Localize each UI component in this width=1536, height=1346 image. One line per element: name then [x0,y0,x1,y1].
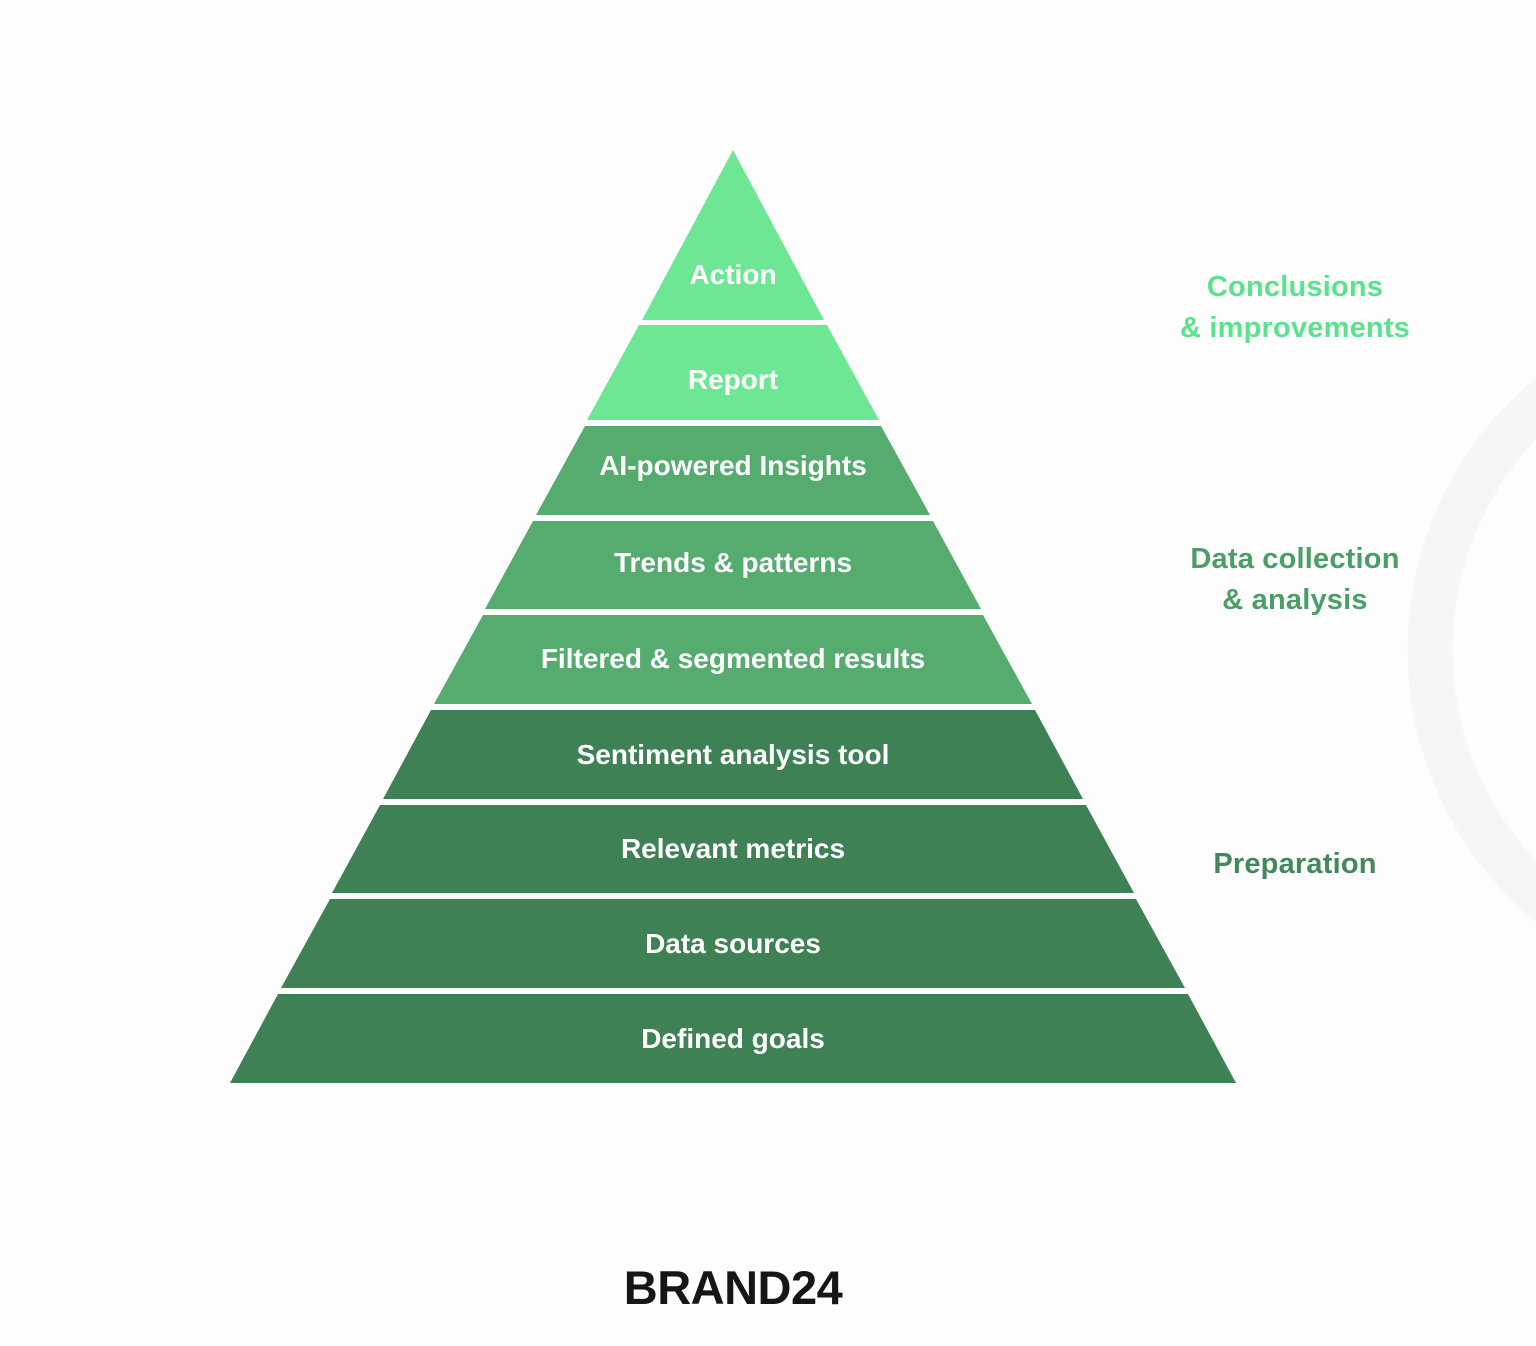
brand24-logo: BRAND24 [623,1261,843,1314]
stage-label-conclusions: Conclusions & improvements [1105,267,1485,349]
stage-label-line: Preparation [1213,848,1377,880]
stage-label-line: Conclusions [1206,271,1384,303]
stage-label-line: & improvements [1179,312,1411,344]
pyramid-level-label: AI-powered Insights [599,450,867,481]
pyramid-level-label: Filtered & segmented results [541,643,925,674]
pyramid-level-shape [434,615,1032,704]
stage-label-data-collection: Data collection & analysis [1105,539,1485,621]
pyramid-level-shape [485,521,981,609]
background-swoosh [1407,377,1536,923]
pyramid-level-label: Action [689,259,776,290]
pyramid-level-shape [642,150,824,320]
stage-label-line: & analysis [1222,584,1368,616]
pyramid-level-shape [332,805,1134,893]
pyramid-level-label: Sentiment analysis tool [577,739,890,770]
pyramid-level-label: Relevant metrics [621,833,845,864]
pyramid-level-shape [587,325,879,420]
pyramid-level-label: Trends & patterns [614,547,852,578]
stage-label-preparation: Preparation [1105,844,1485,885]
pyramid-level-shape [281,899,1185,988]
pyramid-level-label: Report [688,364,778,395]
pyramid-level-shape [230,994,1236,1083]
pyramid-level-label: Defined goals [641,1023,825,1054]
stage-label-line: Data collection [1190,543,1400,575]
pyramid-level-shape [383,710,1083,799]
pyramid-level-label: Data sources [645,928,821,959]
pyramid-level-shape [536,426,930,515]
